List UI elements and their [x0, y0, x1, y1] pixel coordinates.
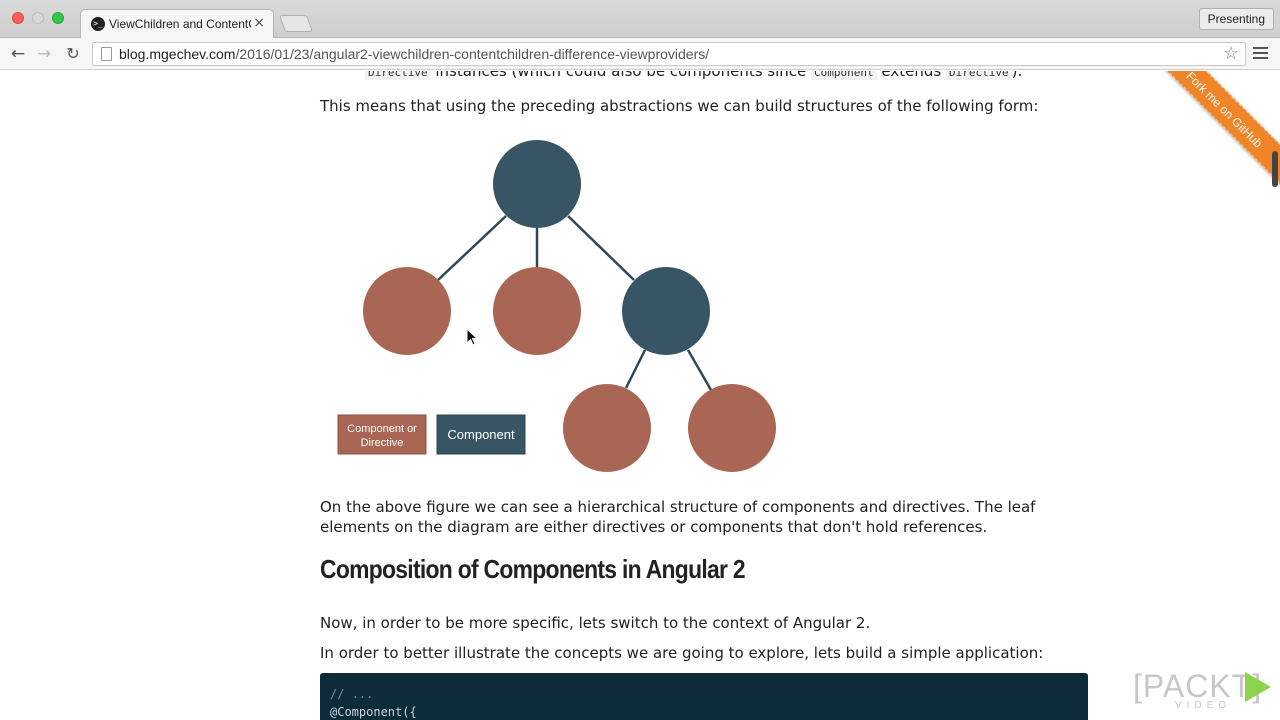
section-heading: Composition of Components in Angular 2: [320, 554, 746, 584]
directive-node: [563, 384, 651, 472]
code-line: @Component({: [330, 705, 417, 719]
address-bar[interactable]: blog.mgechev.com/2016/01/23/angular2-vie…: [92, 42, 1246, 66]
presenting-button[interactable]: Presenting: [1198, 8, 1274, 30]
url-path: /2016/01/23/angular2-viewchildren-conten…: [235, 46, 710, 62]
directive-node: [688, 384, 776, 472]
paragraph: This means that using the preceding abst…: [320, 97, 1039, 115]
mouse-cursor-icon: [466, 328, 479, 346]
component-node-root: [493, 140, 581, 228]
minimize-window-button[interactable]: [32, 12, 44, 24]
legend-directive-label-line2: Directive: [361, 437, 404, 449]
edge: [624, 349, 647, 389]
reload-icon[interactable]: ↻: [66, 44, 80, 63]
legend-component-swatch: [436, 414, 526, 455]
inline-code: Directive: [945, 71, 1012, 80]
code-line: // ...: [330, 687, 374, 701]
page-icon: [101, 47, 112, 61]
paragraph: In order to better illustrate the concep…: [320, 644, 1044, 662]
paragraph: Now, in order to be more specific, lets …: [320, 614, 871, 632]
tree-edges: [437, 215, 713, 391]
browser-tab[interactable]: >_ ViewChildren and ContentC ×: [80, 9, 274, 38]
menu-icon[interactable]: [1253, 45, 1271, 63]
fork-me-ribbon[interactable]: Fork me on GitHub: [1144, 71, 1280, 190]
edge: [567, 215, 635, 281]
edge: [437, 215, 507, 281]
legend-directive-label-line1: Component or: [347, 423, 417, 435]
tab-title: ViewChildren and ContentC: [109, 17, 251, 31]
directive-node: [493, 267, 581, 355]
play-icon: [1245, 672, 1271, 702]
component-tree-diagram: Component or Directive Component: [337, 140, 776, 472]
maximize-window-button[interactable]: [52, 12, 64, 24]
inline-code: Directive: [365, 71, 431, 80]
inline-code: Component: [811, 71, 877, 80]
tab-bar: >_ ViewChildren and ContentC × Presentin…: [0, 0, 1280, 38]
text-fragment: extends: [876, 71, 946, 80]
packt-subtitle: VIDEO: [1175, 700, 1232, 711]
back-icon[interactable]: ←: [10, 44, 26, 64]
new-tab-button[interactable]: [278, 15, 314, 32]
packt-wordmark: [PACKT]: [1133, 668, 1263, 704]
close-icon[interactable]: ×: [253, 15, 265, 31]
page-content: Directive instances (which could also be…: [0, 71, 1280, 720]
text-fragment: instances (which could also be component…: [430, 71, 812, 80]
code-block: // ... @Component({: [320, 673, 1088, 720]
close-window-button[interactable]: [12, 12, 24, 24]
scrollbar[interactable]: [1272, 151, 1278, 187]
paragraph: On the above figure we can see a hierarc…: [320, 498, 1036, 536]
directive-node: [363, 267, 451, 355]
legend-directive-swatch: [337, 414, 427, 455]
component-node: [622, 267, 710, 355]
edge: [686, 349, 713, 391]
terminal-icon: >_: [91, 17, 105, 31]
url-text[interactable]: blog.mgechev.com/2016/01/23/angular2-vie…: [119, 46, 709, 62]
url-host: blog.mgechev.com: [119, 46, 236, 62]
forward-icon[interactable]: →: [36, 44, 52, 64]
packt-logo: [PACKT] VIDEO: [1133, 668, 1273, 714]
text-fragment: ).: [1011, 71, 1023, 80]
legend-component-label: Component: [447, 427, 515, 442]
bookmark-star-icon[interactable]: ☆: [1222, 43, 1239, 64]
partial-text-line: Directive instances (which could also be…: [365, 71, 1022, 80]
browser-toolbar: ← → ↻ blog.mgechev.com/2016/01/23/angula…: [0, 38, 1280, 70]
